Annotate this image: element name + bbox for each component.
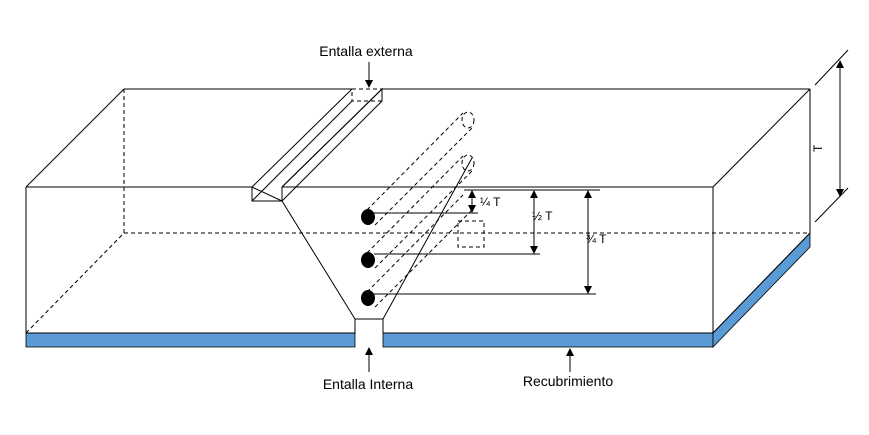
hole-opening-quarter bbox=[361, 209, 375, 225]
weld-bevel bbox=[281, 157, 473, 320]
internal-notch-label: Entalla Interna bbox=[323, 376, 413, 392]
hole-openings bbox=[361, 209, 375, 306]
external-notch-edge-c bbox=[281, 88, 383, 188]
hole-2-line-b bbox=[374, 169, 474, 269]
plate-side-bottom bbox=[712, 232, 811, 334]
external-notch-edge-a bbox=[251, 88, 353, 188]
hole-3-line-b bbox=[374, 208, 474, 308]
dim-t-ext-bottom bbox=[814, 187, 849, 223]
external-notch-edge-b bbox=[251, 100, 353, 202]
hole-opening-half bbox=[361, 252, 375, 268]
hole-1-end bbox=[461, 111, 475, 129]
half-t-label: ½ T bbox=[532, 209, 553, 223]
plate-front-face bbox=[25, 187, 714, 334]
coating-front-left bbox=[25, 332, 356, 348]
external-notch-groove bbox=[251, 87, 383, 202]
hole-1-line-a bbox=[366, 112, 464, 211]
coating-side bbox=[712, 232, 811, 348]
thickness-label: T bbox=[811, 144, 825, 152]
bevel-left bbox=[281, 200, 356, 320]
hole-3-line-a bbox=[366, 194, 464, 293]
bevel-right-back bbox=[382, 157, 473, 320]
quarter-t-label: ¼ T bbox=[480, 195, 501, 209]
plate-top-right-edge bbox=[712, 88, 811, 188]
coating-front-right bbox=[382, 332, 714, 348]
hidden-bottom-left-edge bbox=[25, 232, 125, 334]
external-notch bbox=[251, 87, 383, 202]
hole-2-end bbox=[461, 154, 475, 172]
three-quarter-t-label: ¾ T bbox=[586, 232, 607, 246]
coating-label: Recubrimiento bbox=[523, 373, 613, 389]
hole-2-line-a bbox=[366, 155, 464, 254]
dim-t-ext-top bbox=[814, 49, 849, 86]
hole-hidden-box bbox=[457, 220, 485, 248]
external-notch-mouth bbox=[351, 88, 383, 102]
drilled-holes bbox=[366, 111, 485, 308]
dimension-arrows bbox=[365, 49, 849, 372]
external-notch-label: Entalla externa bbox=[319, 43, 413, 59]
plate-box bbox=[25, 88, 811, 334]
plate-top-left-edge bbox=[25, 88, 125, 188]
hole-1-line-b bbox=[374, 126, 474, 226]
coating-layer bbox=[25, 232, 811, 348]
hidden-edges bbox=[25, 89, 810, 334]
hole-opening-three-quarter bbox=[361, 290, 375, 306]
